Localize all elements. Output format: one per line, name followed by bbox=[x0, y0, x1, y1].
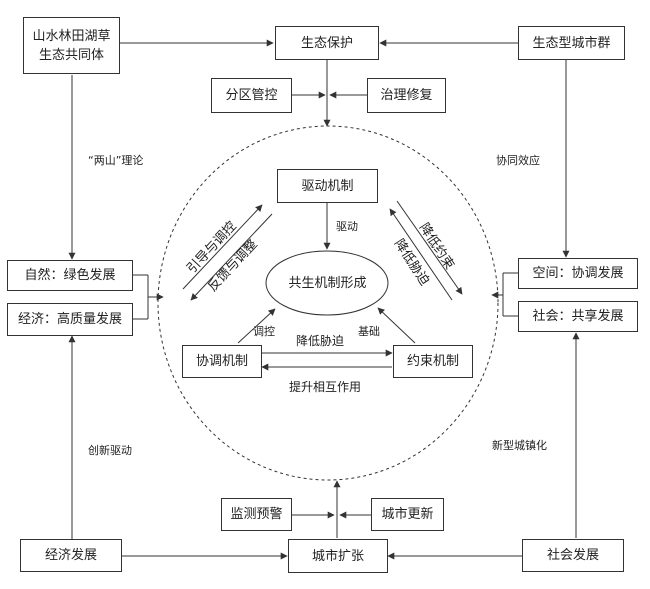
eco-city-cluster-box: 生态型城市群 bbox=[518, 26, 625, 60]
arrow-guide-up bbox=[182, 204, 263, 290]
label-improve-interaction: 提升相互作用 bbox=[289, 380, 362, 394]
eco-protection-box: 生态保护 bbox=[275, 26, 379, 60]
label-innovation: 创新驱动 bbox=[88, 444, 132, 457]
label-drive: 驱动 bbox=[336, 220, 358, 233]
label-foundation: 基础 bbox=[358, 325, 380, 338]
governance-repair-box: 治理修复 bbox=[367, 78, 446, 113]
mountains-line-1: 山水林田湖草 bbox=[32, 28, 111, 44]
nature-green-box: 自然：绿色发展 bbox=[7, 260, 133, 291]
label-reduce-stress-mid: 降低胁迫 bbox=[296, 334, 345, 348]
space-coord-box: 空间：协调发展 bbox=[518, 258, 638, 289]
mountains-line-2: 生态共同体 bbox=[38, 47, 104, 63]
economic-dev-box: 经济发展 bbox=[20, 539, 122, 572]
coord-mechanism-box: 协调机制 bbox=[182, 345, 262, 378]
label-regulate: 调控 bbox=[253, 325, 275, 338]
arrow-reduce-stress-down bbox=[396, 200, 463, 295]
economy-quality-box: 经济：高质量发展 bbox=[7, 303, 133, 336]
label-new-urbanization: 新型城镇化 bbox=[492, 439, 547, 452]
arrow-reduce-constraint-up bbox=[389, 208, 453, 301]
constraint-mechanism-box: 约束机制 bbox=[393, 345, 473, 378]
symbiosis-label: 共生机制形成 bbox=[288, 275, 367, 291]
urban-expansion-box: 城市扩张 bbox=[288, 539, 388, 573]
zoning-control-box: 分区管控 bbox=[211, 78, 292, 113]
mountains-ecology-box: 山水林田湖草 生态共同体 bbox=[23, 17, 120, 74]
label-synergy: 协同效应 bbox=[496, 154, 540, 167]
urban-renewal-box: 城市更新 bbox=[371, 498, 444, 531]
driving-mechanism-box: 驱动机制 bbox=[277, 169, 378, 203]
arrow-coord-to-symbiosis bbox=[237, 308, 276, 344]
arrow-feedback-down bbox=[190, 213, 273, 301]
arrow-constraint-to-symbiosis bbox=[377, 307, 416, 344]
social-dev-box: 社会发展 bbox=[522, 539, 624, 572]
symbiosis-ellipse bbox=[265, 250, 389, 316]
label-two-mountains: “两山”理论 bbox=[88, 154, 144, 167]
monitoring-box: 监测预警 bbox=[221, 498, 292, 531]
society-share-box: 社会：共享发展 bbox=[518, 301, 638, 332]
